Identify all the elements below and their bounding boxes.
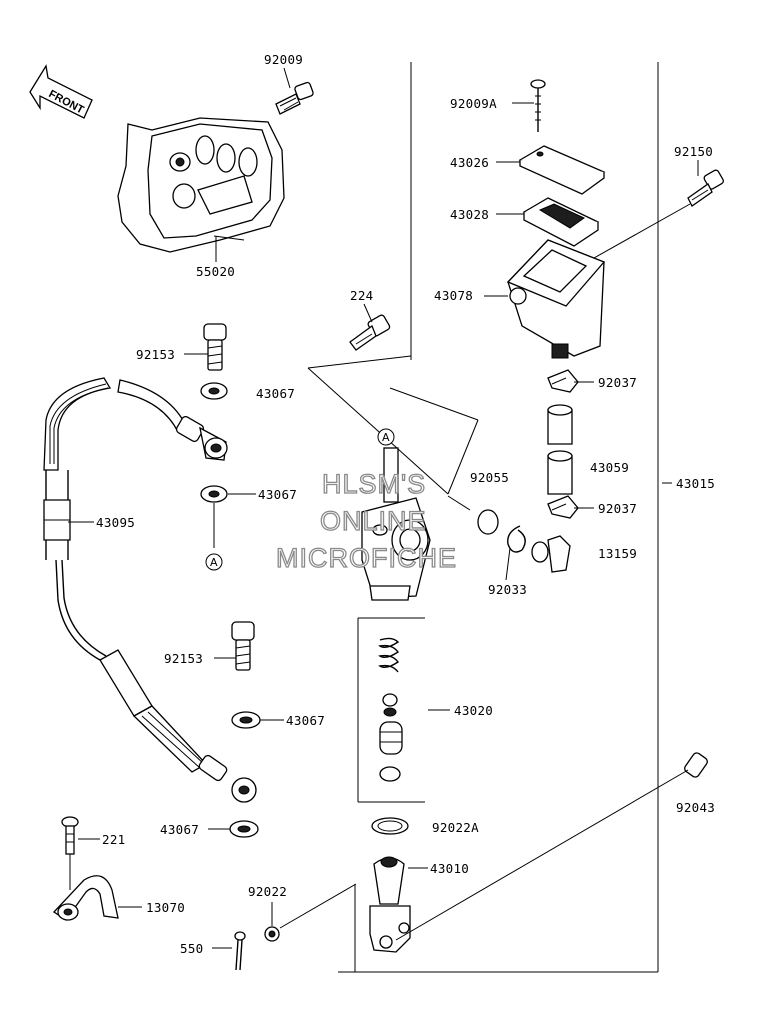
part-label-92022a: 92022A [432,820,479,835]
svg-text:A: A [382,431,390,444]
master-cylinder-body [361,447,431,601]
banjo-bolt-top [203,323,227,371]
part-label-43078: 43078 [434,288,473,303]
diaphragm [522,197,600,247]
part-label-43067-top: 43067 [256,386,295,401]
front-arrow-icon: FRONT [29,64,93,119]
part-label-43028: 43028 [450,207,489,222]
banjo-bolt-bottom [231,621,255,671]
bolt-92009 [275,81,314,115]
circlip-92022a [371,817,409,835]
hose-connector [531,535,571,573]
part-label-43015: 43015 [676,476,715,491]
washer-bottom [229,820,259,838]
part-label-43067-mid: 43067 [258,487,297,502]
part-label-92009a: 92009A [450,96,497,111]
guard-part [117,117,285,253]
part-label-43010: 43010 [430,861,469,876]
screw-92009a [530,79,546,132]
part-label-92150: 92150 [674,144,713,159]
leader-lines [68,67,699,949]
bolt-224 [349,314,391,351]
clamp-top [547,369,579,393]
piston-assembly [378,637,403,782]
o-ring [477,509,499,535]
reservoir-body [506,239,606,359]
washer-mid [200,485,228,503]
part-label-92043: 92043 [676,800,715,815]
part-label-92153-bottom: 92153 [164,651,203,666]
cotter-pin [234,931,246,971]
watermark-line-2: ONLINE [320,506,427,536]
clamp-bottom [547,495,579,519]
ref-circle-a-top: A [377,428,395,446]
part-label-92009: 92009 [264,52,303,67]
bolt-92150 [687,169,724,207]
part-label-92037-top: 92037 [598,375,637,390]
washer-low [231,711,261,729]
reservoir-tube [547,404,573,495]
circlip-92033 [507,525,526,553]
part-label-43067-bottom: 43067 [160,822,199,837]
part-label-550: 550 [180,941,203,956]
watermark: HLSM'S ONLINE MICROFICHE [275,468,457,573]
part-label-92153-top: 92153 [136,347,175,362]
part-label-13159: 13159 [598,546,637,561]
part-label-43095: 43095 [96,515,135,530]
washer-top [200,382,228,400]
part-label-43067-low: 43067 [286,713,325,728]
part-label-221: 221 [102,832,125,847]
part-labels: 92009 55020 92009A 43026 43028 92150 430… [96,52,715,956]
hose-clamp [53,875,119,921]
part-label-43059: 43059 [590,460,629,475]
push-rod [369,856,411,953]
part-label-92022: 92022 [248,884,287,899]
part-label-55020: 55020 [196,264,235,279]
washer-92022 [264,926,280,942]
watermark-line-1: HLSM'S [322,469,426,499]
part-label-13070: 13070 [146,900,185,915]
watermark-line-3: MICROFICHE [276,543,457,573]
bolt-221 [61,816,79,890]
part-label-92033: 92033 [488,582,527,597]
ref-circle-a-left: A [205,553,223,571]
assembly-frame [307,62,659,973]
reservoir-cap [518,145,606,195]
part-label-43020: 43020 [454,703,493,718]
part-label-224: 224 [350,288,373,303]
brake-hose [43,377,257,803]
pin-92043 [395,752,708,941]
part-label-92055: 92055 [470,470,509,485]
part-label-92037-bottom: 92037 [598,501,637,516]
part-label-43026: 43026 [450,155,489,170]
svg-text:A: A [210,556,218,569]
